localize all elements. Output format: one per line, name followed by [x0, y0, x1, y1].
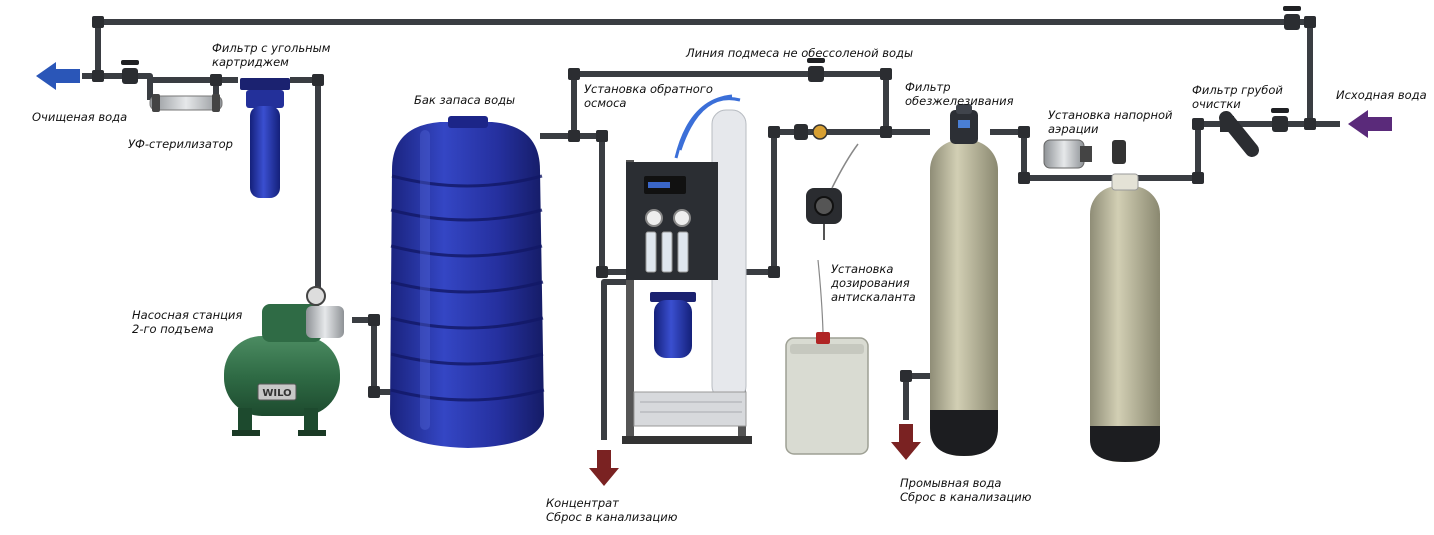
valve-iron-line [794, 124, 828, 140]
label-source-water: Исходная вода [1336, 88, 1427, 102]
label-iron-removal-filter: Фильтр обезжелезивания [905, 80, 1014, 108]
coarse-filter [1219, 111, 1259, 157]
iron-removal-filter [930, 104, 998, 456]
tank-outlet-pipe [352, 317, 392, 395]
label-uv-sterilizer: УФ-стерилизатор [128, 137, 233, 151]
label-pressure-aeration: Установка напорной аэрации [1048, 108, 1173, 136]
valve-bypass-top [1283, 6, 1301, 30]
carbon-filter [240, 78, 290, 198]
label-reverse-osmosis: Установка обратного осмоса [584, 82, 713, 110]
valve-inlet [1271, 108, 1289, 132]
dosing-pump [806, 143, 859, 240]
top-bypass-pipe [95, 19, 1313, 124]
storage-tank [390, 116, 545, 448]
label-mixing-line: Линия подмеса не обессоленой воды [686, 46, 914, 60]
pump-brand-text: WILO [262, 388, 291, 399]
purified-water-arrow [36, 62, 80, 90]
label-carbon-filter: Фильтр с угольным картриджем [212, 41, 331, 69]
label-purified-water: Очищеная вода [32, 110, 128, 124]
iron-filter-outlet-pipe [742, 129, 930, 275]
concentrate-drain-arrow [589, 450, 619, 486]
label-coarse-filter: Фильтр грубой очистки [1192, 83, 1283, 111]
mixing-line-pipe [571, 71, 889, 136]
concentrate-pipe [601, 279, 626, 440]
uv-sterilizer [149, 94, 223, 112]
wash-drain-pipe [903, 373, 930, 420]
valve-outlet [121, 60, 139, 84]
permeate-pipe [540, 133, 626, 275]
aeration-tank [1090, 173, 1160, 462]
reverse-osmosis-unit [622, 94, 752, 444]
label-storage-tank: Бак запаса воды [414, 93, 516, 107]
pipe-fittings [92, 16, 1316, 398]
label-pump-station: Насосная станция 2-го подъема [132, 308, 243, 336]
pump-station: WILO [224, 286, 344, 436]
valves [121, 6, 1301, 140]
label-antiscalant-dosing: Установка дозирования антискаланта [831, 262, 916, 304]
wash-drain-arrow [891, 424, 921, 460]
source-water-arrow [1348, 110, 1392, 138]
label-concentrate-drain: Концентрат Сброс в канализацию [546, 496, 678, 524]
pressure-aeration-unit [1043, 139, 1126, 169]
valve-mixing [807, 58, 825, 82]
antiscalant-canister [785, 259, 869, 455]
label-wash-water-drain: Промывная вода Сброс в канализацию [900, 476, 1032, 504]
pump-riser-pipe [290, 77, 321, 290]
